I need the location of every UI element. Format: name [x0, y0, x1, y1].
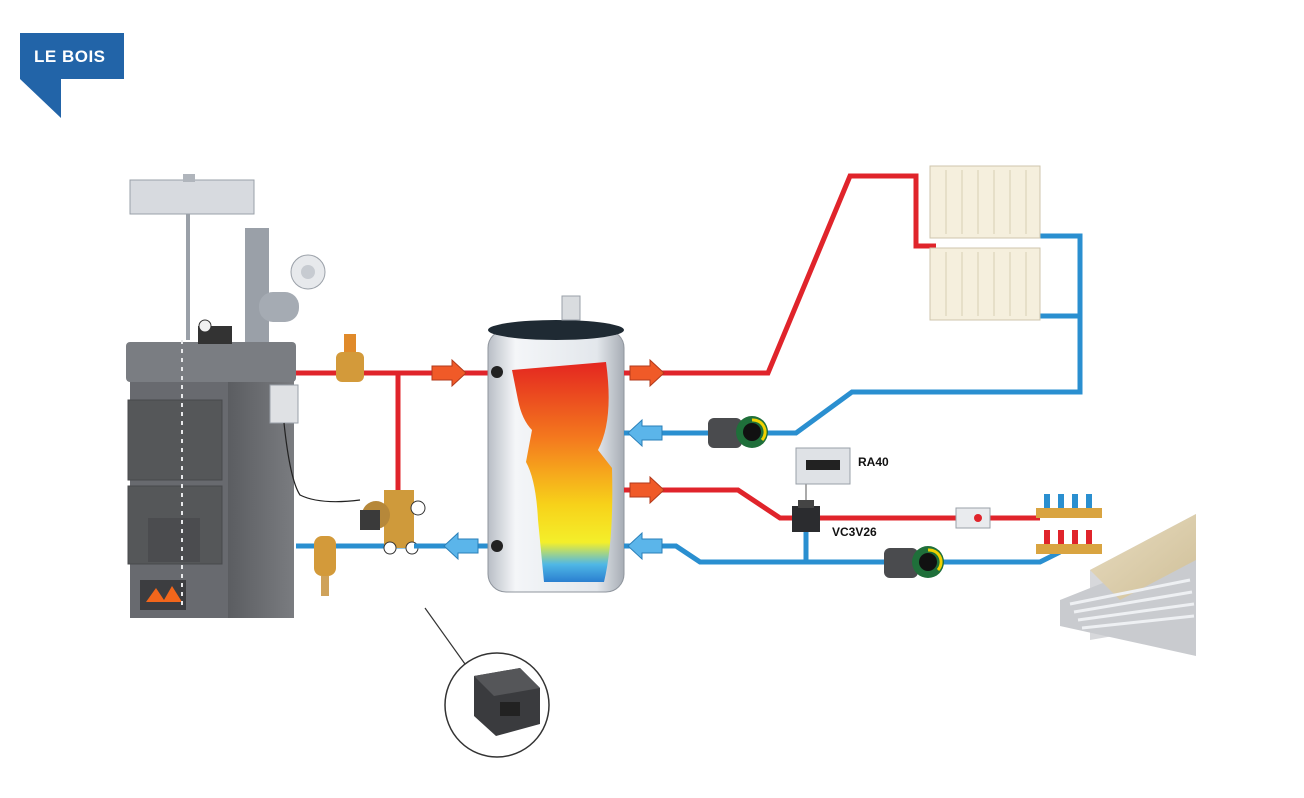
safety-valve-icon — [336, 334, 364, 382]
dirt-separator-icon — [314, 536, 336, 596]
flow-arrow-hot-icon — [431, 358, 467, 388]
wood-boiler-icon — [126, 319, 361, 618]
circulator-pump-icon — [884, 546, 944, 578]
valve-label: VC3V26 — [832, 525, 877, 539]
floor-circuit-pipes — [624, 480, 1062, 565]
safety-thermostat-icon — [955, 507, 991, 529]
flow-arrow-cold-icon — [443, 531, 479, 561]
buffer-tank-icon — [487, 295, 625, 593]
le-bois-badge: LE BOIS — [20, 33, 124, 118]
three-way-valve-icon — [792, 500, 820, 532]
actuator-inset — [424, 607, 550, 758]
expansion-vessel-icon — [129, 174, 255, 340]
flow-arrow-hot-icon — [629, 358, 665, 388]
manifold-icon — [1036, 494, 1102, 554]
flow-arrow-hot-icon — [629, 475, 665, 505]
actuator-icon — [474, 668, 540, 736]
thermostat-icon — [795, 447, 851, 485]
flow-arrow-cold-icon — [627, 531, 663, 561]
flow-arrow-cold-icon — [627, 418, 663, 448]
circulator-pump-icon — [708, 416, 768, 448]
floor-heating-icon — [1060, 514, 1196, 656]
loading-unit-icon — [360, 490, 430, 555]
chimney-icon — [245, 228, 326, 348]
thermostat-label: RA40 — [858, 455, 889, 469]
badge-label: LE BOIS — [34, 47, 106, 66]
radiator-icon — [929, 165, 1041, 239]
radiator-icon — [929, 247, 1041, 321]
